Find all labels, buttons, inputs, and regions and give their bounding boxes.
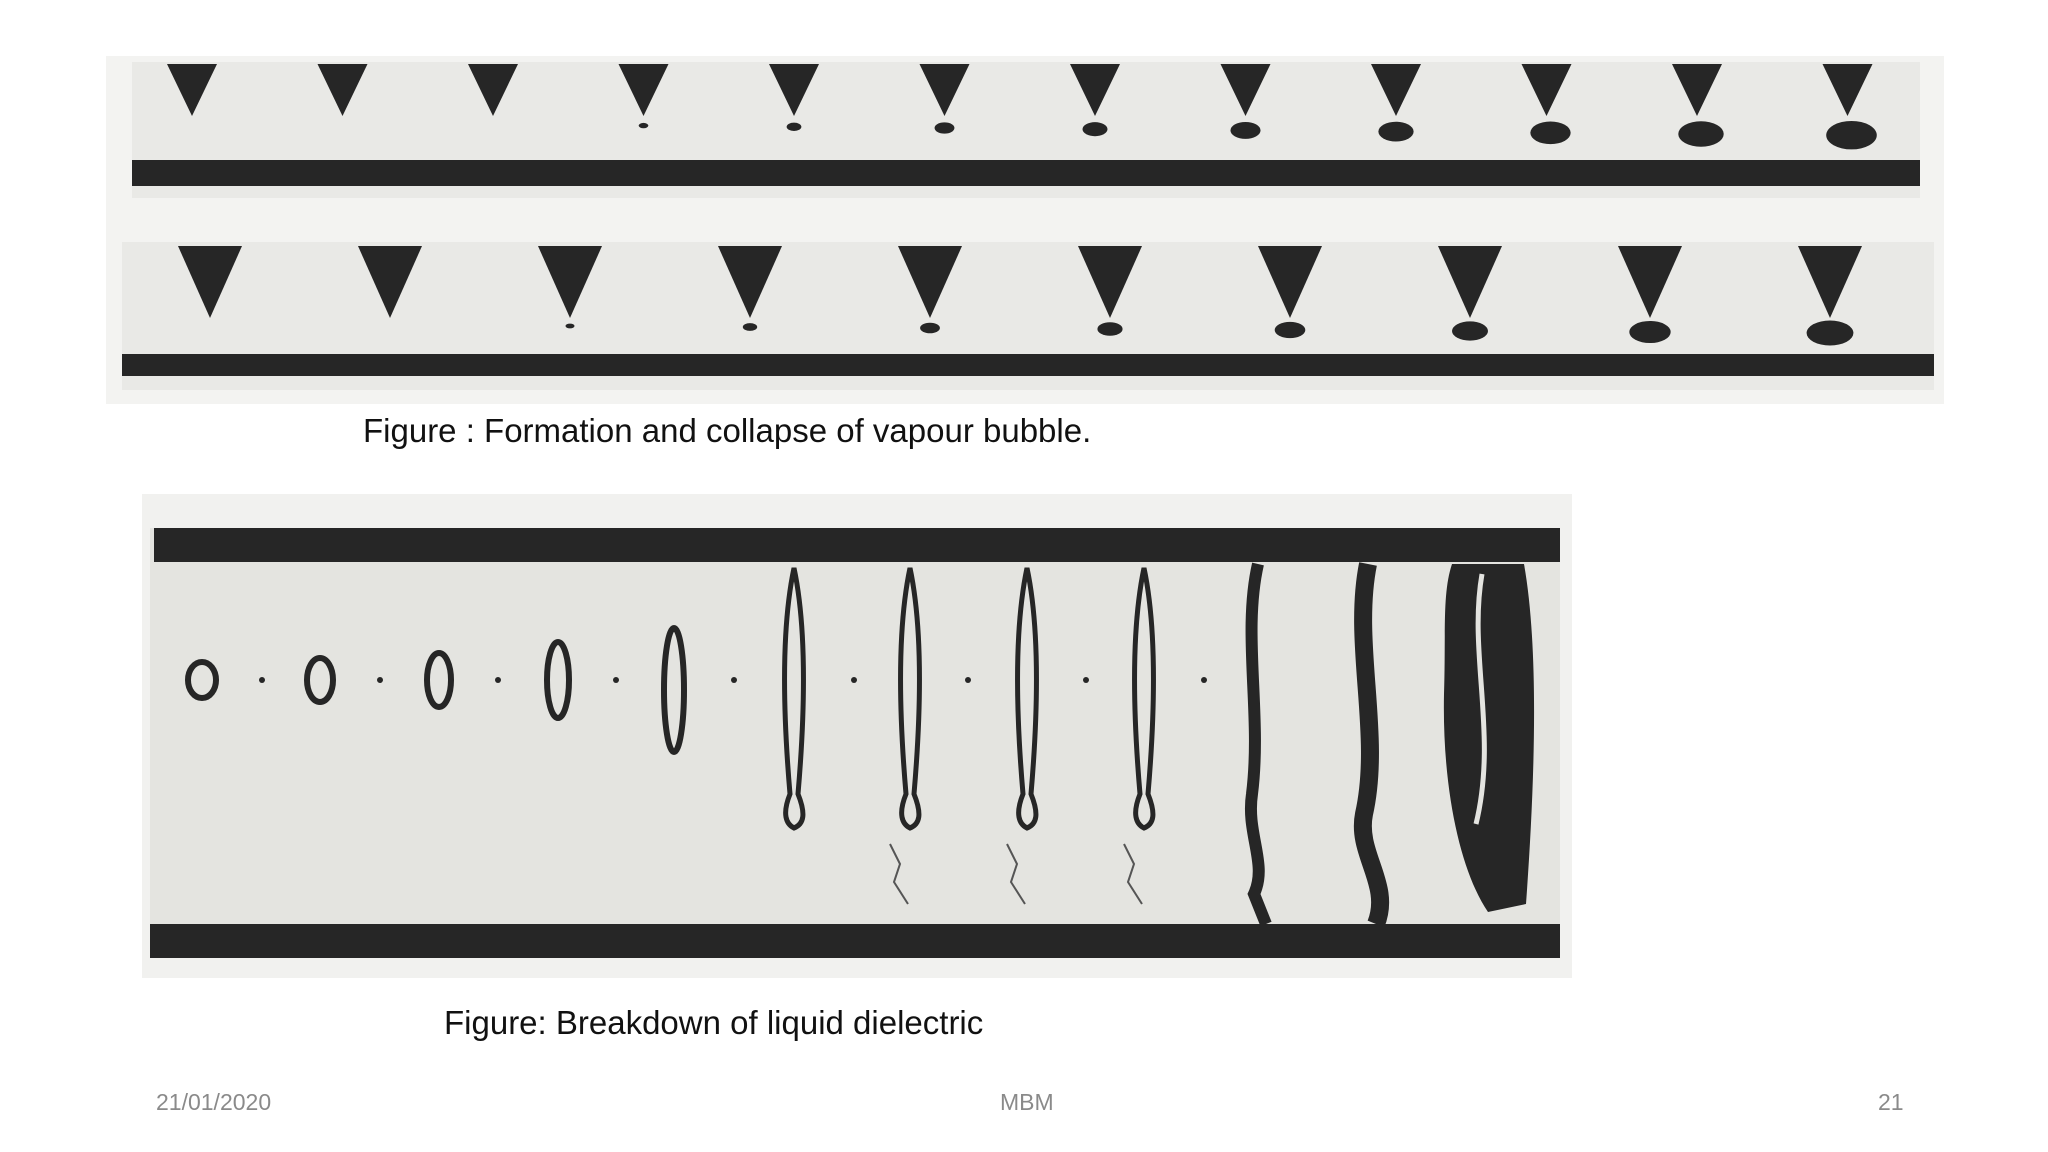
elongated-bubble (782, 567, 806, 831)
vapour-bubble (1452, 321, 1488, 341)
strip-1-electrode-plate (132, 160, 1920, 186)
vapour-bubble (1678, 121, 1724, 147)
breakdown-channel (1245, 562, 1272, 927)
particle-dot (259, 677, 265, 683)
gas-bubble (304, 655, 336, 705)
breakdown-arc (1443, 564, 1535, 912)
gas-bubble (661, 625, 687, 755)
footer-date: 21/01/2020 (156, 1089, 272, 1115)
needle-electrode (1672, 64, 1722, 116)
needle-electrode (358, 246, 422, 318)
vapour-bubble (1629, 320, 1671, 344)
needle-electrode (1521, 64, 1572, 116)
elongated-bubble (898, 567, 922, 831)
vapour-bubble (1082, 122, 1108, 137)
strip-background (150, 528, 1560, 948)
figure-caption-breakdown: Figure: Breakdown of liquid dielectric (444, 1004, 984, 1041)
vapour-bubble (1230, 121, 1261, 139)
vapour-bubble (1826, 120, 1877, 150)
gas-bubble (185, 659, 219, 701)
slide-number: 21 (1878, 1089, 1904, 1115)
elongated-bubble (1132, 567, 1156, 831)
particle-dot (1201, 677, 1207, 683)
arc-highlight (1473, 573, 1487, 825)
needle-electrode (1258, 246, 1322, 318)
elongated-bubble (1015, 567, 1039, 831)
vapour-bubble (742, 323, 758, 331)
strip-2-electrode-plate (122, 354, 1934, 376)
needle-electrode (898, 246, 962, 318)
needle-electrode (1070, 64, 1120, 116)
vapour-bubble (1274, 321, 1306, 339)
vapour-bubble (786, 122, 802, 131)
needle-electrode (1438, 246, 1502, 318)
needle-electrode (1371, 64, 1421, 116)
particle-dot (851, 677, 857, 683)
vapour-bubble (565, 323, 575, 329)
needle-electrode (178, 246, 242, 318)
vapour-bubble (920, 322, 940, 334)
needle-electrode (618, 64, 669, 116)
needle-electrode (317, 64, 368, 116)
needle-electrode (919, 64, 970, 116)
needle-electrode (1078, 246, 1142, 318)
particle-dot (495, 677, 501, 683)
breakdown-channel (1353, 562, 1390, 928)
particle-dot (965, 677, 971, 683)
needle-electrode (718, 246, 782, 318)
particle-dot (613, 677, 619, 683)
vapour-bubble (1097, 322, 1123, 336)
needle-electrode (769, 64, 819, 116)
vapour-bubble (1530, 121, 1571, 145)
needle-electrode (468, 64, 518, 116)
needle-electrode (1822, 64, 1873, 116)
liquid-breakdown-photo (142, 494, 1572, 978)
streamer-trace (1123, 843, 1143, 905)
gas-bubble (424, 650, 454, 710)
vapour-bubble (638, 122, 649, 129)
needle-electrode (1618, 246, 1682, 318)
particle-dot (731, 677, 737, 683)
needle-electrode (167, 64, 217, 116)
top-electrode-plate (154, 528, 1560, 562)
particle-dot (377, 677, 383, 683)
needle-electrode (1220, 64, 1271, 116)
bottom-electrode-plate (150, 924, 1560, 958)
vapour-bubble (1378, 121, 1414, 142)
gas-bubble (544, 639, 572, 721)
vapour-bubble (1806, 320, 1854, 346)
vapour-bubble-photo (106, 56, 1944, 404)
streamer-trace (1006, 843, 1026, 905)
needle-electrode (1798, 246, 1862, 318)
particle-dot (1083, 677, 1089, 683)
footer-author: MBM (1000, 1089, 1054, 1115)
figure-caption-bubble: Figure : Formation and collapse of vapou… (363, 412, 1092, 449)
vapour-bubble (934, 122, 955, 134)
streamer-trace (889, 843, 909, 905)
needle-electrode (538, 246, 602, 318)
